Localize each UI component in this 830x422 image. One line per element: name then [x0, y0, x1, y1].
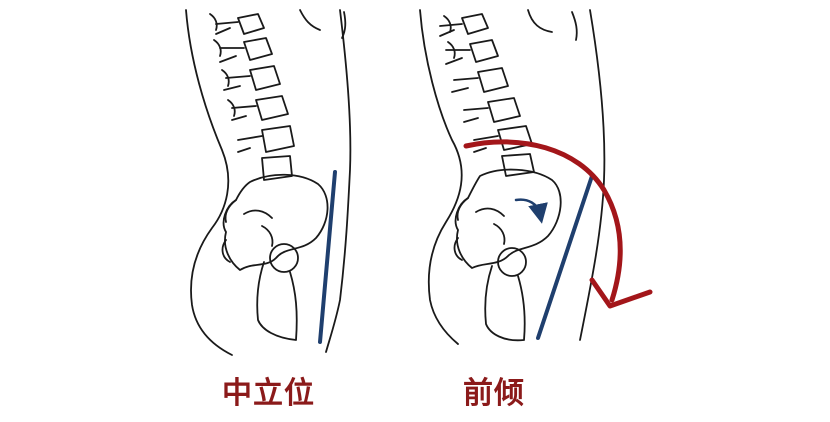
pelvic-axis-line [318, 170, 337, 344]
neutral-position-label: 中立位 [222, 376, 315, 411]
femoral-head [497, 247, 527, 277]
anterior-tilt-arrow [463, 139, 653, 309]
pelvic-axis-line [536, 174, 594, 340]
rotation-indicator-arrow [514, 198, 548, 224]
neutral-pelvis-figure [185, 9, 352, 356]
lumbar-spine [439, 13, 535, 177]
femoral-head [269, 243, 299, 273]
front-contour [325, 9, 352, 353]
lumbar-spine [209, 13, 295, 181]
pelvis-bone [454, 168, 562, 269]
anterior-tilt-label: 前倾 [463, 376, 525, 411]
femur [484, 265, 526, 342]
anterior-tilt-pelvis-figure [419, 9, 653, 345]
pelvis-bone [222, 173, 329, 271]
front-contour [579, 9, 606, 341]
back-contour [185, 9, 233, 356]
femur [256, 261, 298, 341]
back-contour [419, 9, 463, 345]
